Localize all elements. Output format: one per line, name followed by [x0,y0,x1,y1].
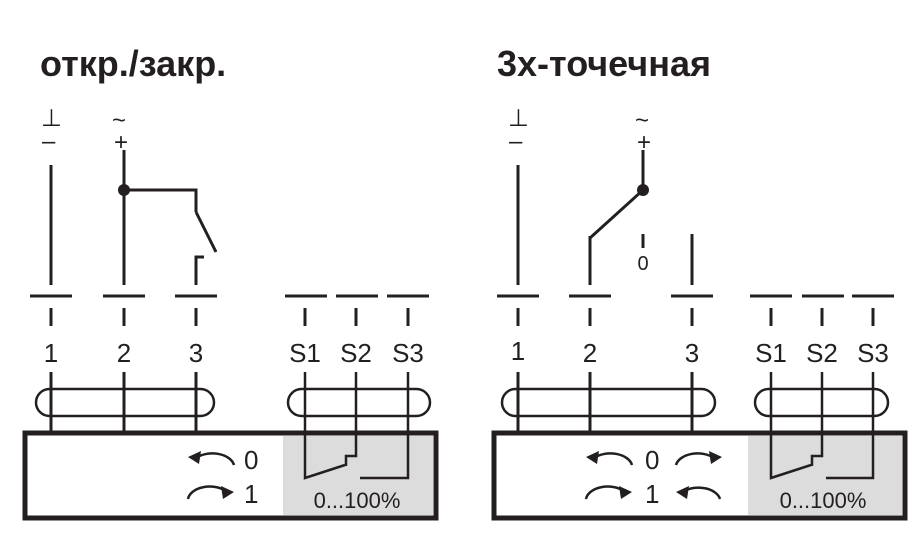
cable-sleeve-power [34,387,216,418]
terminal-label-s3: S3 [857,338,889,368]
cable-sleeve-switch [286,387,432,418]
range-label: 0...100% [314,488,401,513]
aux-wire-s2 [810,372,824,466]
aux-wire-s3 [826,372,875,480]
rotate-cw-icon [674,451,722,466]
terminal-label-1: 1 [44,338,58,368]
plus-symbol: + [114,129,128,156]
rotate-cw-icon [584,485,632,500]
rotate-ccw-icon [676,486,722,500]
terminal-label-s2: S2 [340,338,372,368]
rotation-label-1: 1 [645,479,659,509]
minus-symbol: – [42,128,56,155]
diagram-3-point: 3х-точечная ⊥ – ~ + 0 1 2 3 S1 S2 S3 [491,43,908,521]
cable-sleeve-power [500,387,717,418]
aux-switch-contact [769,372,812,480]
rotate-ccw-icon [188,451,236,466]
terminal-label-2: 2 [117,338,131,368]
rotation-label-0: 0 [645,445,659,475]
aux-switch-panel [748,436,902,515]
minus-symbol: – [509,128,523,155]
aux-wire-s2 [344,372,358,466]
terminal-label-3: 3 [189,338,203,368]
ac-symbol: ~ [112,107,126,134]
terminal-label-s1: S1 [289,338,321,368]
rotation-label-1: 1 [244,479,258,509]
ground-symbol: ⊥ [508,105,529,132]
changeover-contact [588,188,645,240]
terminal-label-2: 2 [583,338,597,368]
aux-wire-s3 [360,372,410,480]
title-open-close: откр./закр. [40,43,226,84]
rotate-cw-icon [186,485,234,500]
ground-symbol: ⊥ [41,105,62,132]
rotation-label-0: 0 [244,445,258,475]
terminal-label-s1: S1 [755,338,787,368]
terminal-label-1: 1 [511,336,525,366]
switch-contact [194,211,218,253]
terminal-label-s2: S2 [806,338,838,368]
title-3-point: 3х-точечная [497,43,711,84]
plus-symbol: + [637,129,651,156]
aux-switch-contact [303,372,346,480]
zero-contact-label: 0 [637,253,648,275]
ac-symbol: ~ [635,107,649,134]
range-label: 0...100% [780,488,867,513]
wire-3 [194,255,204,285]
rotate-ccw-icon [586,451,634,466]
wire-to-switch [124,188,198,212]
terminal-label-3: 3 [685,338,699,368]
terminal-label-s3: S3 [392,338,424,368]
diagram-open-close: откр./закр. ⊥ – ~ + 1 2 3 S1 S2 S3 [22,43,439,521]
